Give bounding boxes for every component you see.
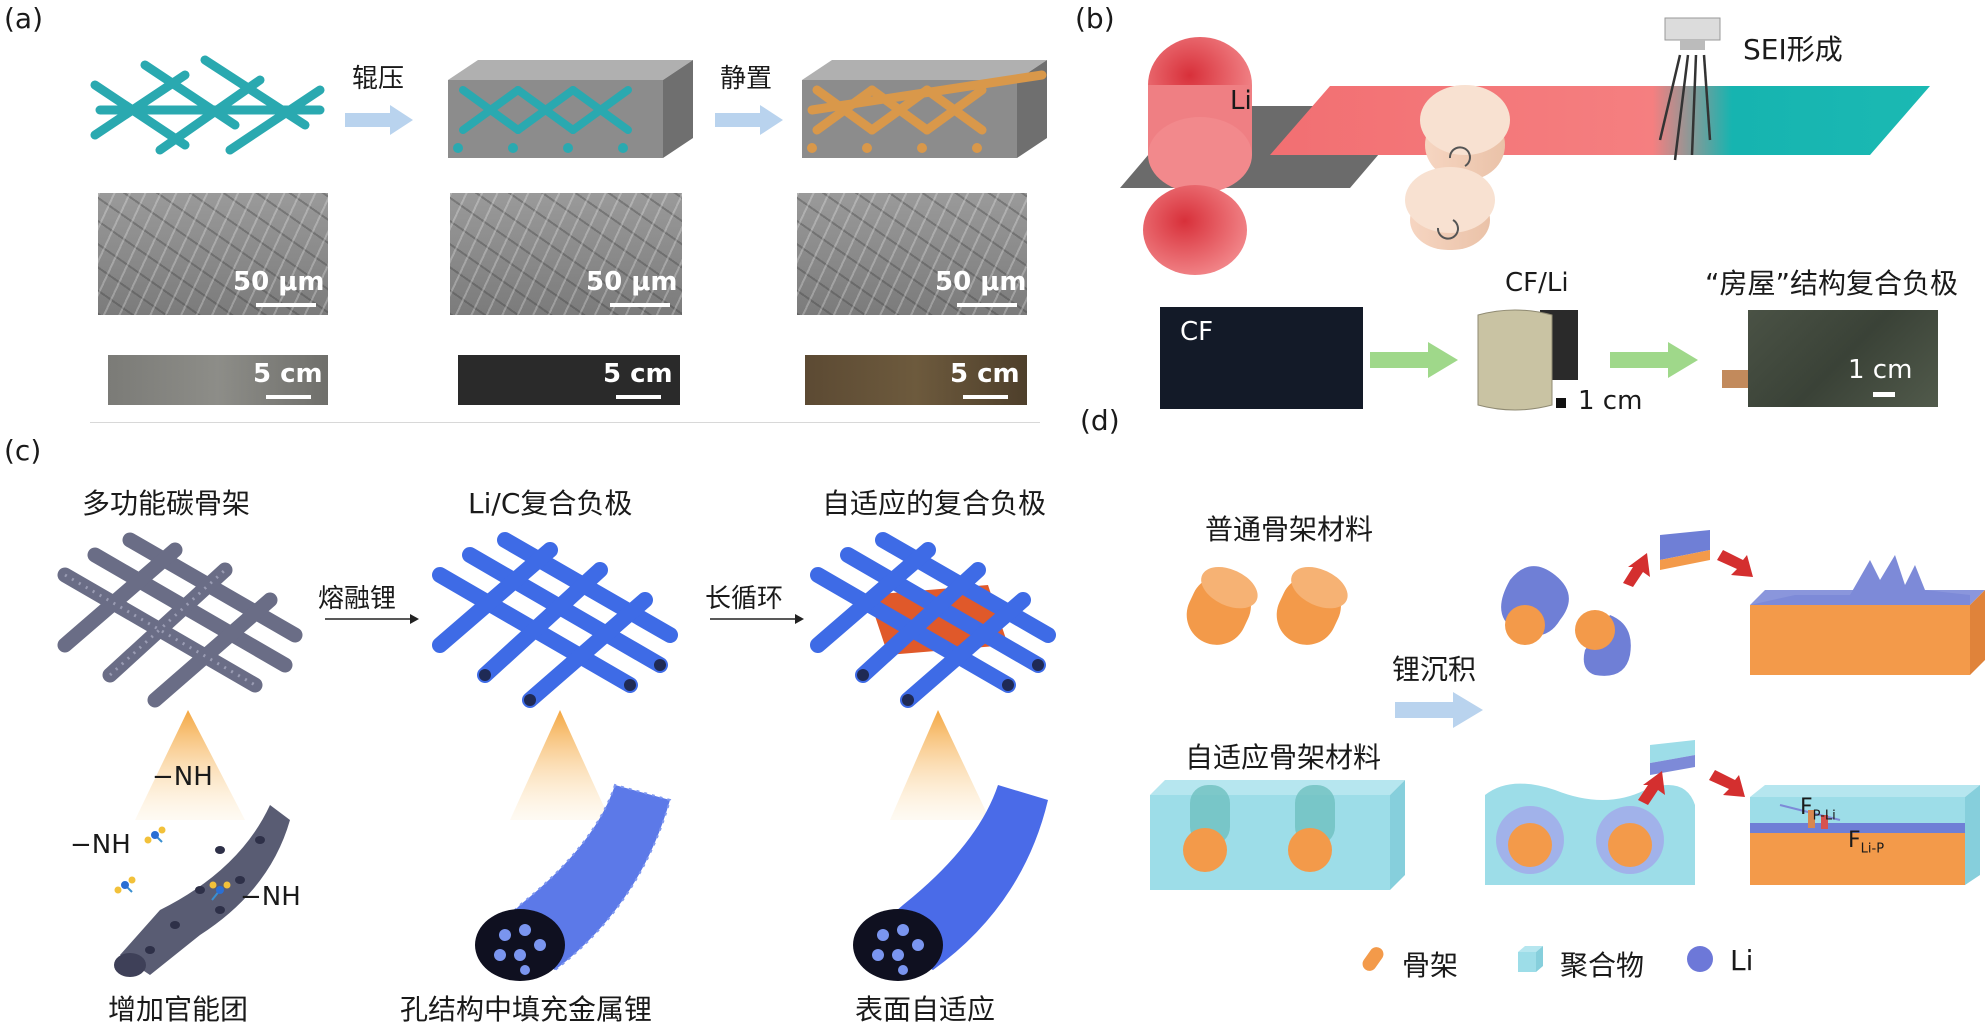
- zoom-cones: [135, 710, 990, 820]
- panel-label-d: (d): [1080, 404, 1120, 437]
- scale-bar: [1873, 392, 1895, 397]
- carbon-mesh-schematic: [90, 55, 325, 155]
- house-scale: 1 cm: [1848, 355, 1913, 385]
- porous-carbon-skeleton: [57, 532, 303, 708]
- nh-label: −NH: [70, 830, 131, 860]
- normal-deposition-schematic: [1501, 530, 1985, 676]
- label-normal-skeleton: 普通骨架材料: [1205, 513, 1374, 546]
- scale-bar: [957, 303, 1017, 307]
- scale-bar: [616, 395, 661, 399]
- li-legend-icon: [1687, 946, 1713, 972]
- lithiated-mesh-schematic: [802, 60, 1047, 158]
- legend-label-polymer: 聚合物: [1560, 949, 1645, 982]
- scale-bar: [610, 303, 670, 307]
- scale-label: 50 μm: [586, 267, 678, 297]
- scale-label: 50 μm: [935, 267, 1027, 297]
- caption-li-filled-pores: 孔结构中填充金属锂: [400, 993, 653, 1026]
- photo-pressed-strip: 5 cm: [458, 355, 680, 405]
- title-adaptive-anode: 自适应的复合负极: [822, 487, 1047, 520]
- rolling-process-schematic: [1120, 17, 1930, 275]
- photo-cf-strip: 5 cm: [108, 355, 328, 405]
- functionalized-fiber: [114, 805, 290, 977]
- tab-icon: [1722, 370, 1748, 388]
- nh-label: −NH: [152, 762, 213, 792]
- normal-skeleton-cylinders: [1186, 566, 1348, 645]
- legend-label-skeleton: 骨架: [1402, 949, 1459, 982]
- photo-rested-strip: 5 cm: [805, 355, 1027, 405]
- step-label-roll: 辊压: [352, 64, 405, 94]
- arrow-right-icon: [345, 105, 413, 135]
- skeleton-legend-icon: [1362, 947, 1384, 971]
- cf-label: CF: [1180, 317, 1214, 347]
- arrow-right-icon: [1610, 342, 1698, 378]
- nh-label: −NH: [240, 882, 301, 912]
- scale-bar: [256, 303, 316, 307]
- house-anode-label: “房屋”结构复合负极: [1705, 267, 1959, 300]
- arrow-right-icon: [1395, 692, 1483, 728]
- cf-li-scale: 1 cm: [1578, 386, 1643, 416]
- scale-label: 5 cm: [950, 359, 1020, 389]
- divider: [90, 422, 1040, 423]
- adaptive-skeleton-block: [1150, 780, 1405, 890]
- polymer-legend-icon: [1518, 946, 1543, 972]
- arrow-right-icon: [325, 614, 419, 624]
- photo-cf-li-roll: [1477, 309, 1578, 411]
- scale-label: 5 cm: [603, 359, 673, 389]
- adaptive-deposition-schematic: [1485, 740, 1980, 885]
- li-label: Li: [1230, 86, 1252, 116]
- panel-label-c: (c): [4, 434, 42, 467]
- label-adaptive-skeleton: 自适应骨架材料: [1185, 741, 1382, 774]
- photo-house-anode: 1 cm: [1748, 310, 1938, 407]
- arrow-label-cycle: 长循环: [705, 584, 784, 614]
- scale-label: 5 cm: [253, 359, 323, 389]
- force-label-p-li: FP-Li: [1800, 795, 1836, 824]
- arrow-right-icon: [715, 105, 783, 135]
- scale-label: 50 μm: [233, 267, 325, 297]
- legend-label-li: Li: [1730, 944, 1754, 977]
- caption-functional-groups: 增加官能团: [108, 993, 249, 1026]
- scale-bar: [963, 395, 1008, 399]
- scale-bar: [266, 395, 311, 399]
- scale-bar: [1556, 398, 1566, 408]
- lic-composite-skeleton: [432, 532, 678, 708]
- title-lic-anode: Li/C复合负极: [468, 487, 633, 520]
- step-label-rest: 静置: [720, 64, 773, 94]
- label-li-deposition: 锂沉积: [1392, 653, 1477, 686]
- force-label-li-p: FLi-P: [1848, 828, 1885, 857]
- sem-image-rested: 50 μm: [797, 193, 1027, 315]
- panel-label-b: (b): [1075, 2, 1115, 35]
- sei-label: SEI形成: [1743, 33, 1843, 66]
- sem-image-pressed: 50 μm: [450, 193, 682, 315]
- pressed-mesh-schematic: [448, 60, 693, 158]
- adaptive-composite-skeleton: [810, 532, 1056, 708]
- arrow-right-icon: [1370, 342, 1458, 378]
- adaptive-fiber: [853, 785, 1048, 981]
- cf-li-label: CF/Li: [1505, 268, 1569, 298]
- photo-cf: CF: [1160, 307, 1363, 409]
- caption-surface-adaptive: 表面自适应: [855, 993, 996, 1026]
- li-filled-fiber: [475, 783, 672, 981]
- arrow-right-icon: [710, 614, 804, 624]
- panel-label-a: (a): [4, 2, 44, 35]
- title-carbon-skeleton: 多功能碳骨架: [82, 487, 251, 520]
- arrow-label-melt: 熔融锂: [318, 584, 397, 614]
- sem-image-cf: 50 μm: [98, 193, 328, 315]
